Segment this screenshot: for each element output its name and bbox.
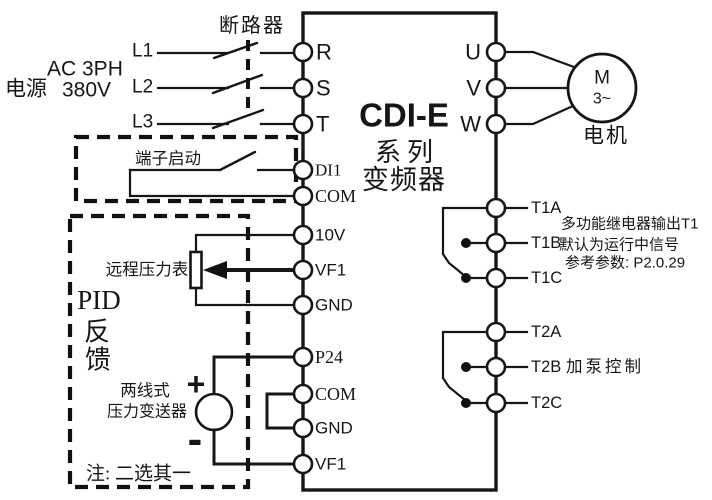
terminal-vf1b-circle	[292, 453, 314, 475]
terminal-t1a-label: T1A	[531, 199, 561, 217]
remote-gauge-circuit	[189, 233, 296, 307]
terminal-com2-circle	[292, 383, 314, 405]
terminal-v-circle	[485, 77, 507, 99]
terminal-t1c-circle	[485, 267, 507, 289]
terminal-com2-label: COM	[315, 384, 356, 404]
breaker-blade-l2	[211, 73, 264, 95]
terminal-t2a-label: T2A	[531, 323, 561, 341]
phase-l1-label: L1	[132, 41, 153, 62]
com-gnd-jumper	[265, 392, 296, 430]
relay-t2b-contact-dot	[461, 362, 471, 372]
relay-t2-note: 加泵控制	[566, 357, 644, 376]
terminal-start-label: 端子启动	[135, 149, 201, 168]
pid-note: 注: 二选其一	[86, 463, 191, 485]
terminal-t2b-label: T2B	[531, 358, 561, 376]
terminal-w-label: W	[460, 112, 481, 137]
terminal-vf1b-label: VF1	[315, 455, 346, 474]
transmitter-plus-sign: +	[187, 366, 206, 402]
motor-phase: 3~	[593, 91, 611, 108]
remote-gauge-label: 远程压力表	[106, 260, 189, 279]
supply-type-label: AC 3PH	[47, 58, 123, 81]
transmitter-label-line2: 压力变送器	[107, 403, 187, 421]
supply-voltage-label: 380V	[62, 79, 111, 102]
relay-t1-note-line1: 多功能继电器输出T1	[561, 216, 699, 233]
potentiometer-body	[189, 250, 203, 290]
start-switch-blade	[218, 150, 257, 172]
breaker-label: 断路器	[219, 14, 285, 37]
terminal-t2b-circle	[485, 356, 507, 378]
terminal-p24-circle	[292, 346, 314, 368]
terminal-vf1a-label: VF1	[315, 261, 346, 280]
terminal-gnd1-label: GND	[315, 296, 353, 315]
inverter-subtitle1: 系列	[375, 137, 439, 167]
terminal-com1-label: COM	[315, 186, 356, 206]
terminal-s-label: S	[316, 76, 331, 101]
terminal-gnd2-label: GND	[315, 419, 353, 438]
motor-circuit	[503, 50, 638, 126]
terminal-t1a-circle	[485, 197, 507, 219]
terminal-p24-label: P24	[315, 347, 343, 367]
terminal-com1-circle	[292, 185, 314, 207]
motor-label: 电机	[583, 125, 629, 148]
terminal-r-label: R	[316, 40, 332, 65]
breaker-circuit	[156, 40, 296, 130]
relay-t2-contacts	[441, 330, 529, 408]
terminal-di1-circle	[292, 159, 314, 181]
right-terminal-circles	[485, 41, 507, 414]
supply-name-label: 电源	[5, 78, 47, 101]
inverter-title: CDI-E	[359, 97, 449, 134]
pid-char1: 反	[84, 318, 110, 347]
terminal-t-circle	[292, 113, 314, 135]
terminal-start-circuit	[128, 150, 296, 198]
terminal-10v-label: 10V	[315, 226, 346, 245]
terminal-t-label: T	[316, 112, 329, 137]
terminal-v-label: V	[466, 76, 481, 101]
terminal-r-circle	[292, 41, 314, 63]
breaker-blade-l1	[212, 41, 259, 60]
terminal-t2a-circle	[485, 321, 507, 343]
relay-t2c-contact-dot	[461, 398, 471, 408]
pid-feedback-dashed-box	[67, 213, 251, 490]
terminal-t1b-circle	[485, 232, 507, 254]
relay-t1b-contact-dot	[461, 238, 471, 248]
inverter-box	[301, 11, 498, 492]
phase-l2-label: L2	[132, 77, 153, 98]
terminal-s-circle	[292, 77, 314, 99]
terminal-u-circle	[485, 41, 507, 63]
terminal-di1-label: DI1	[315, 161, 341, 180]
terminal-t2c-circle	[485, 392, 507, 414]
terminal-t1c-label: T1C	[531, 269, 562, 287]
terminal-t2c-label: T2C	[531, 394, 562, 412]
relay-t1-note-line3: 参考参数: P2.0.29	[565, 255, 685, 272]
transmitter-circuit	[194, 355, 296, 466]
transmitter-minus-sign: -	[188, 415, 203, 464]
relay-t1-contacts	[441, 206, 529, 283]
terminal-w-circle	[485, 113, 507, 135]
relay-t1c-contact-dot	[461, 273, 471, 283]
relay-t1-note-line2: 默认为运行中信号	[559, 237, 679, 254]
motor-body	[566, 52, 638, 124]
pid-char2: 馈	[85, 346, 111, 375]
wiper-arrow-icon	[203, 261, 227, 279]
terminal-gnd2-circle	[292, 417, 314, 439]
terminal-vf1a-circle	[292, 259, 314, 281]
pid-title: PID	[77, 285, 121, 315]
breaker-blade-l3	[211, 108, 265, 130]
terminal-t1b-label: T1B	[531, 234, 561, 252]
phase-l3-label: L3	[132, 112, 153, 133]
motor-symbol: M	[594, 68, 610, 89]
terminal-gnd1-circle	[292, 294, 314, 316]
terminal-u-label: U	[465, 40, 481, 65]
inverter-subtitle2: 变频器	[362, 165, 446, 195]
left-terminal-circles	[292, 41, 314, 475]
transmitter-label-line1: 两线式	[120, 381, 170, 400]
terminal-10v-circle	[292, 224, 314, 246]
